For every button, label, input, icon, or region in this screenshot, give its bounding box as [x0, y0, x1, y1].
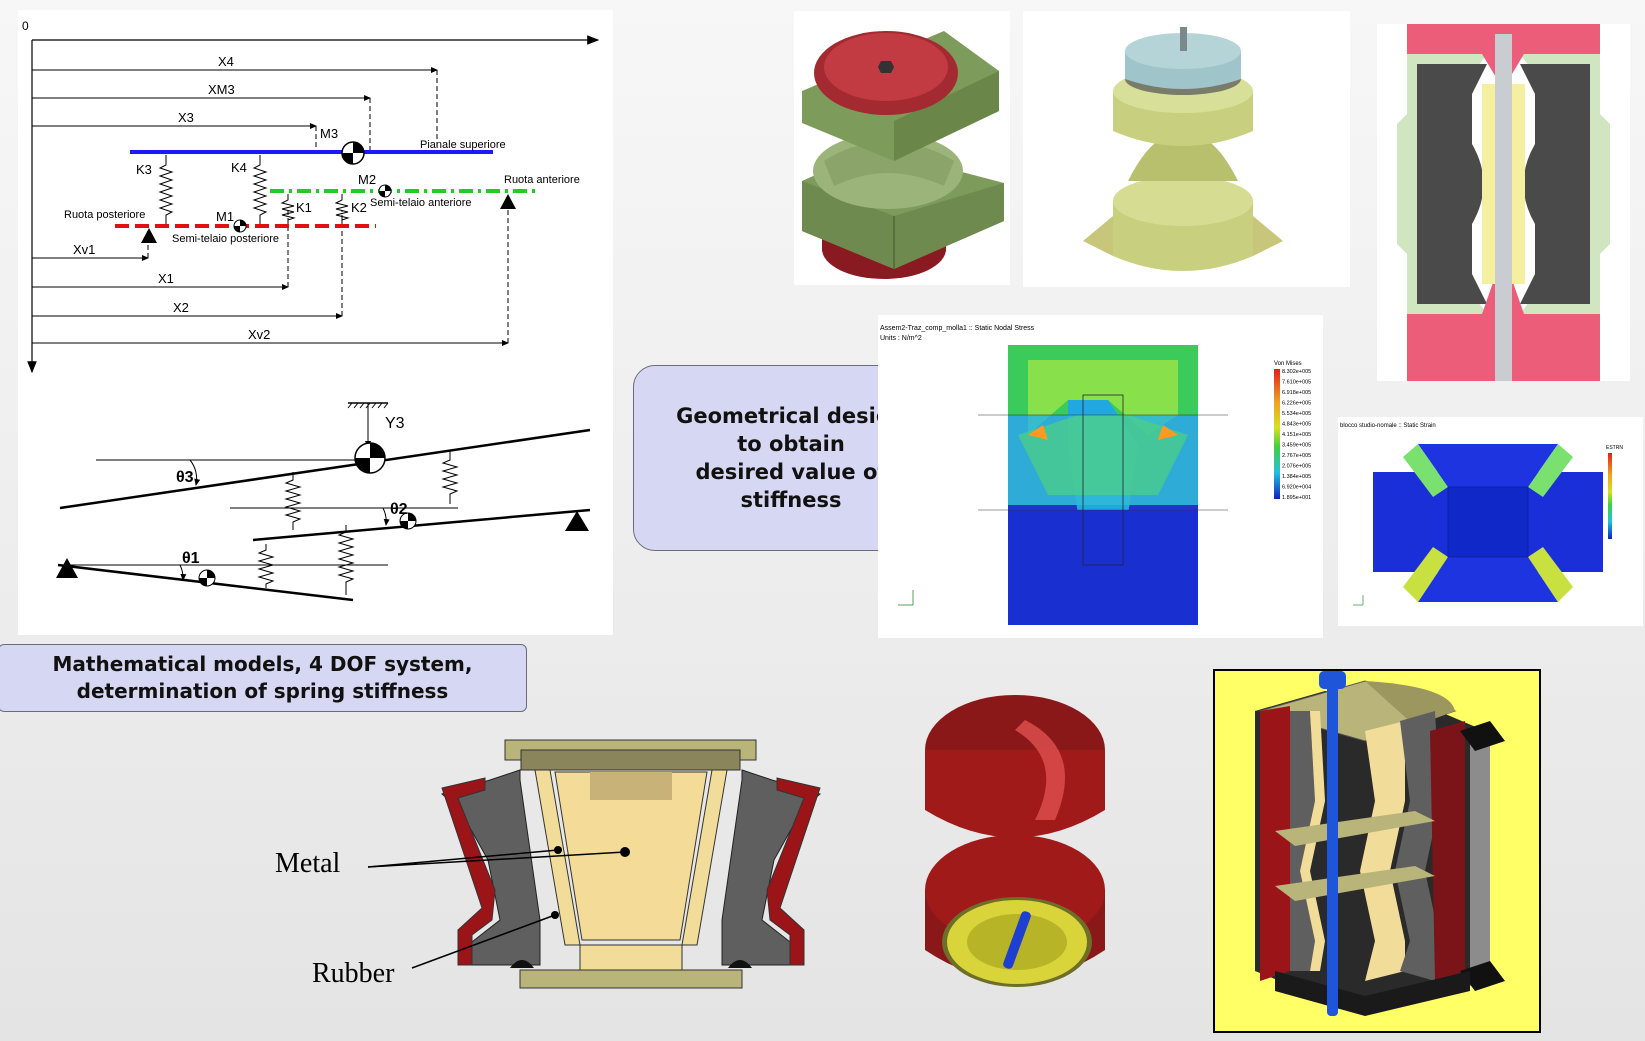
model-diagram-svg: 0 X4 XM3 X3 Xv1 X1 X2 Xv2	[22, 19, 600, 602]
label-semi-telaio-posteriore: Semi-telaio posteriore	[172, 233, 279, 245]
cross-section-drawing: Metal Rubber	[260, 730, 830, 1000]
spring-label-k1: K1	[296, 200, 312, 215]
geom-caption-line-2: to obtain	[737, 432, 845, 456]
svg-text:2.076e+005: 2.076e+005	[1282, 464, 1311, 470]
rotational-model	[57, 402, 591, 602]
svg-text:3.459e+005: 3.459e+005	[1282, 443, 1311, 449]
render-olive-mount	[1023, 11, 1350, 287]
mass-label-m3: M3	[320, 126, 338, 141]
fem-strain-panel: blocco studio-nomale :: Static Strain ES…	[1338, 417, 1643, 626]
geom-caption-line-4: stiffness	[740, 488, 842, 512]
rot-support-left	[56, 558, 78, 578]
geom-caption-line-3: desired value of	[695, 460, 887, 484]
label-theta3: θ3	[176, 469, 194, 486]
label-pianale-superiore: Pianale superiore	[420, 139, 506, 151]
render-pink-section	[1377, 24, 1630, 381]
svg-text:1.384e+005: 1.384e+005	[1282, 474, 1311, 480]
origin-label: 0	[22, 19, 29, 33]
geom-caption-line-1: Geometrical design	[676, 404, 906, 428]
svg-text:4.843e+005: 4.843e+005	[1282, 422, 1311, 428]
spring-label-k3: K3	[136, 162, 152, 177]
svg-text:6.226e+005: 6.226e+005	[1282, 401, 1311, 407]
front-wheel-support	[500, 194, 516, 209]
dim-label-xv1: Xv1	[73, 242, 95, 257]
svg-text:8.302e+005: 8.302e+005	[1282, 369, 1311, 375]
rot-mass-3	[354, 442, 386, 474]
svg-text:7.610e+005: 7.610e+005	[1282, 380, 1311, 386]
math-caption-line-1: Mathematical models, 4 DOF system,	[52, 652, 473, 676]
label-semi-telaio-anteriore: Semi-telaio anteriore	[370, 197, 472, 209]
fem1-title: Assem2-Traz_comp_molla1 :: Static Nodal …	[880, 325, 1035, 332]
mass-label-m2: M2	[358, 172, 376, 187]
spring-label-k2: K2	[351, 200, 367, 215]
fem-stress-panel: Assem2-Traz_comp_molla1 :: Static Nodal …	[878, 315, 1323, 638]
render-red-mount	[905, 680, 1130, 1015]
fem1-legend-values: 8.302e+005 7.610e+005 6.918e+005 6.226e+…	[1282, 369, 1311, 501]
label-rubber: Rubber	[312, 958, 395, 989]
fem1-legend-title: Von Mises	[1274, 361, 1302, 367]
render-green-mount	[794, 11, 1010, 285]
rot-mass-2	[399, 512, 417, 530]
dim-label-x1: X1	[158, 271, 174, 286]
dim-label-xv2: Xv2	[248, 327, 270, 342]
spring-label-k4: K4	[231, 160, 247, 175]
math-caption-line-2: determination of spring stiffness	[76, 679, 449, 703]
mass-symbol-m1	[233, 219, 247, 233]
fem2-legend-title: ESTRN	[1606, 445, 1623, 451]
dim-label-x2: X2	[173, 300, 189, 315]
rot-mass-1	[198, 569, 216, 587]
svg-text:2.767e+005: 2.767e+005	[1282, 453, 1311, 459]
dim-label-x4: X4	[218, 54, 234, 69]
mass-symbol-m2	[378, 184, 392, 198]
math-model-caption: Mathematical models, 4 DOF system, deter…	[0, 644, 527, 712]
label-theta2: θ2	[390, 501, 408, 518]
svg-text:4.151e+005: 4.151e+005	[1282, 432, 1311, 438]
label-y3: Y3	[385, 415, 405, 432]
mass-symbol-m3	[341, 141, 365, 165]
fem2-title: blocco studio-nomale :: Static Strain	[1340, 423, 1436, 429]
svg-text:1.895e+001: 1.895e+001	[1282, 495, 1311, 501]
label-ruota-anteriore: Ruota anteriore	[504, 174, 580, 186]
svg-text:5.534e+005: 5.534e+005	[1282, 411, 1311, 417]
fem1-axis-triad	[898, 590, 914, 606]
label-ruota-posteriore: Ruota posteriore	[64, 209, 145, 221]
render-cutaway-highlight	[1213, 669, 1541, 1033]
label-metal: Metal	[275, 848, 341, 879]
label-theta1: θ1	[182, 550, 200, 567]
dim-label-x3: X3	[178, 110, 194, 125]
fem1-units: Units : N/m^2	[880, 335, 922, 342]
mass-label-m1: M1	[216, 209, 234, 224]
rot-support-right	[565, 511, 589, 531]
svg-text:6.920e+004: 6.920e+004	[1282, 485, 1311, 491]
svg-text:6.918e+005: 6.918e+005	[1282, 390, 1311, 396]
dim-label-xm3: XM3	[208, 82, 235, 97]
rear-wheel-support	[141, 228, 157, 243]
model-diagram-panel: 0 X4 XM3 X3 Xv1 X1 X2 Xv2	[18, 10, 613, 635]
springs-group	[158, 155, 350, 224]
